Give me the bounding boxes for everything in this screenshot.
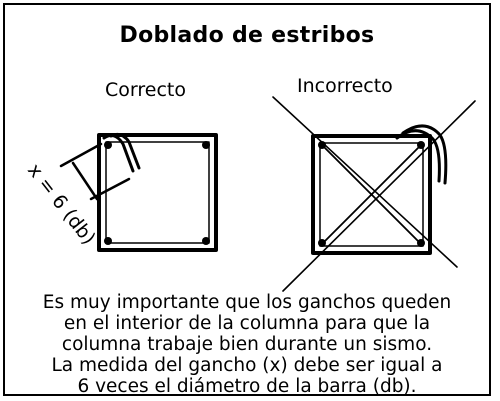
correct-corner-bars (104, 141, 210, 245)
diagram-frame: Doblado de estribos Correcto Incorrecto … (3, 3, 491, 396)
incorrect-corner-bars (318, 141, 425, 247)
caption-line: Es muy importante que los ganchos queden (42, 292, 452, 313)
hook-dimension (59, 142, 131, 201)
caption-line: columna trabaje bien durante un sismo. (61, 334, 433, 355)
caption-line: 6 veces el diámetro de la barra (db). (77, 376, 417, 396)
label-correct: Correcto (105, 79, 186, 101)
caption-line: La medida del gancho (x) debe ser igual … (51, 355, 443, 376)
diagram-title: Doblado de estribos (119, 23, 375, 48)
label-incorrect: Incorrecto (297, 75, 393, 97)
cross-out-mark (272, 96, 476, 292)
caption-line: en el interior de la columna para que la (63, 313, 431, 334)
stirrup-drawing: x = 6 (db) (23, 96, 476, 292)
correct-stirrup (97, 133, 218, 252)
explanation-caption: Es muy importante que los ganchos queden… (5, 292, 489, 396)
hook-dimension-label: x = 6 (db) (23, 160, 100, 249)
incorrect-stirrup (311, 124, 448, 255)
